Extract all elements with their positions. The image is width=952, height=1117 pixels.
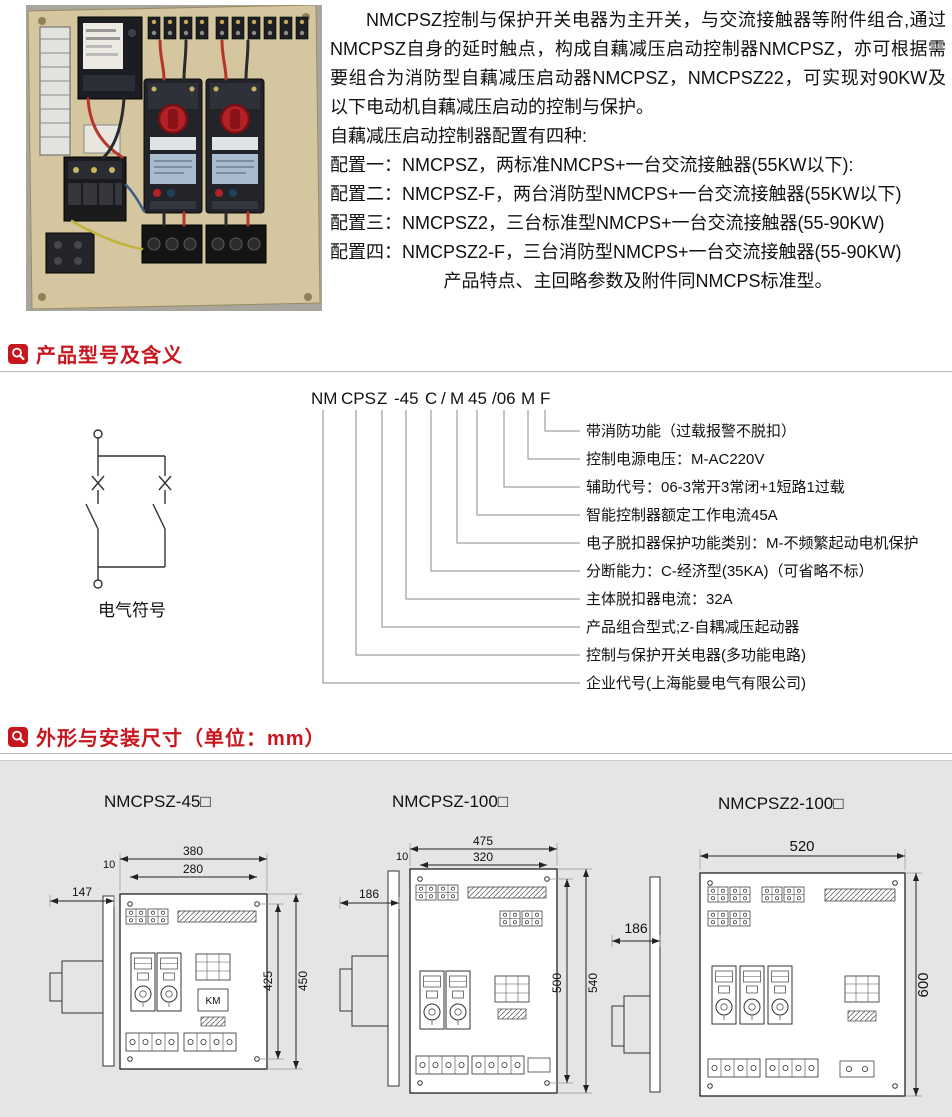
- config-line-3: 配置三：NMCPSZ2，三台标准型NMCPS+一台交流接触器(55-90KW): [330, 213, 885, 233]
- drawing-title: NMCPSZ-45□: [104, 792, 211, 811]
- product-photo: [26, 4, 322, 311]
- config-line-4: 配置四：NMCPSZ2-F，三台消防型NMCPS+一台交流接触器(55-90KW…: [330, 242, 902, 262]
- dim-edge-offset: 10: [396, 851, 408, 863]
- code-part: 45: [468, 389, 487, 408]
- dim-depth: 186: [359, 887, 379, 901]
- code-part: Z: [377, 389, 387, 408]
- model-label: 智能控制器额定工作电流45A: [586, 506, 778, 524]
- model-labels: 带消防功能（过载报警不脱扣） 控制电源电压：M-AC220V 辅助代号：06-3…: [586, 423, 919, 692]
- dim-hole-width: 280: [183, 862, 203, 876]
- dim-top-width: 380: [183, 844, 203, 858]
- section-title-model: 产品型号及含义: [36, 345, 183, 367]
- dim-height: 600: [915, 972, 932, 997]
- code-part: M: [521, 389, 535, 408]
- bottom-terminal-bars: [45, 224, 267, 274]
- terminal-strip-left: [39, 26, 71, 156]
- divider: [0, 371, 952, 372]
- timer-relay: [77, 16, 143, 100]
- code-part: NM: [311, 389, 337, 408]
- dim-depth: 147: [72, 885, 92, 899]
- dim-depth: 186: [624, 920, 648, 936]
- code-part: C: [425, 389, 437, 408]
- dim-top-width: 475: [473, 834, 493, 848]
- model-label: 主体脱扣器电流：32A: [586, 591, 733, 608]
- config-line-1: 配置一：NMCPSZ，两标准NMCPS+一台交流接触器(55KW以下):: [330, 155, 854, 175]
- breaker-module-1: [142, 77, 204, 215]
- drawing-title: NMCPSZ2-100□: [718, 794, 844, 813]
- drawing-nmcpsz-100: NMCPSZ-100□: [339, 792, 600, 1094]
- section-header-model: 产品型号及含义: [8, 339, 183, 368]
- model-label: 控制与保护开关电器(多功能电路): [586, 647, 806, 664]
- section-title-dimensions: 外形与安装尺寸（单位：mm）: [36, 728, 326, 750]
- model-label: 企业代号(上海能曼电气有限公司): [586, 674, 806, 692]
- model-label: 产品组合型式;Z-自耦减压起动器: [586, 619, 799, 636]
- code-part: CPS: [341, 389, 376, 408]
- km-label: KM: [206, 996, 221, 1007]
- code-part: M: [450, 389, 464, 408]
- code-part: F: [540, 389, 550, 408]
- drawing-nmcpsz2-100: NMCPSZ2-100□: [611, 794, 932, 1097]
- intro-paragraph-1: NMCPSZ控制与保护开关电器为主开关，与交流接触器等附件组合,通过NMCPSZ…: [330, 10, 946, 117]
- code-part: -45: [394, 389, 419, 408]
- model-code-diagram: 电气符号 NM CPS Z -45 C / M 45 /06 M F: [0, 384, 952, 716]
- model-label: 分断能力：C-经济型(35KA)（可省略不标）: [586, 563, 874, 580]
- model-label: 控制电源电压：M-AC220V: [586, 451, 764, 468]
- contactor: [63, 156, 127, 222]
- code-part: /: [441, 389, 446, 408]
- magnifier-icon: [8, 726, 28, 747]
- code-part: /06: [492, 389, 516, 408]
- dim-top-width: 520: [789, 838, 814, 855]
- config-line-2: 配置二：NMCPSZ-F，两台消防型NMCPS+一台交流接触器(55KW以下): [330, 184, 902, 204]
- product-photo-image: [26, 4, 322, 311]
- model-label: 电子脱扣器保护功能类别：M-不频繁起动电机保护: [586, 535, 919, 552]
- intro-footer: 产品特点、主回略参数及附件同NMCPS标准型。: [443, 271, 833, 291]
- intro-paragraph-2: 自藕减压启动控制器配置有四种:: [330, 126, 587, 146]
- model-label: 带消防功能（过载报警不脱扣）: [586, 423, 796, 440]
- dim-hole-height: 425: [261, 971, 275, 991]
- divider: [0, 753, 952, 754]
- electrical-symbol: [85, 429, 172, 589]
- wiring: [70, 39, 250, 251]
- drawing-nmcpsz-45: NMCPSZ-45□ KM: [49, 792, 310, 1070]
- dim-edge-offset: 10: [103, 859, 115, 871]
- breaker-module-2: [204, 77, 266, 215]
- intro-text: NMCPSZ控制与保护开关电器为主开关，与交流接触器等附件组合,通过NMCPSZ…: [330, 6, 946, 296]
- top-terminal-row: [147, 16, 309, 40]
- model-code: NM CPS Z -45 C / M 45 /06 M F: [311, 389, 550, 408]
- section-header-dimensions: 外形与安装尺寸（单位：mm）: [8, 722, 326, 751]
- model-label: 辅助代号：06-3常开3常闭+1短路1过载: [586, 479, 845, 496]
- drawing-title: NMCPSZ-100□: [392, 792, 508, 811]
- dim-height: 540: [586, 973, 600, 993]
- dim-hole-width: 320: [473, 850, 493, 864]
- symbol-caption: 电气符号: [98, 601, 166, 620]
- dimensions-panel: NMCPSZ-45□ KM: [0, 760, 952, 1117]
- magnifier-icon: [8, 343, 28, 364]
- dim-hole-height: 500: [550, 973, 564, 993]
- dim-height: 450: [296, 971, 310, 991]
- connector-lines: [322, 410, 580, 684]
